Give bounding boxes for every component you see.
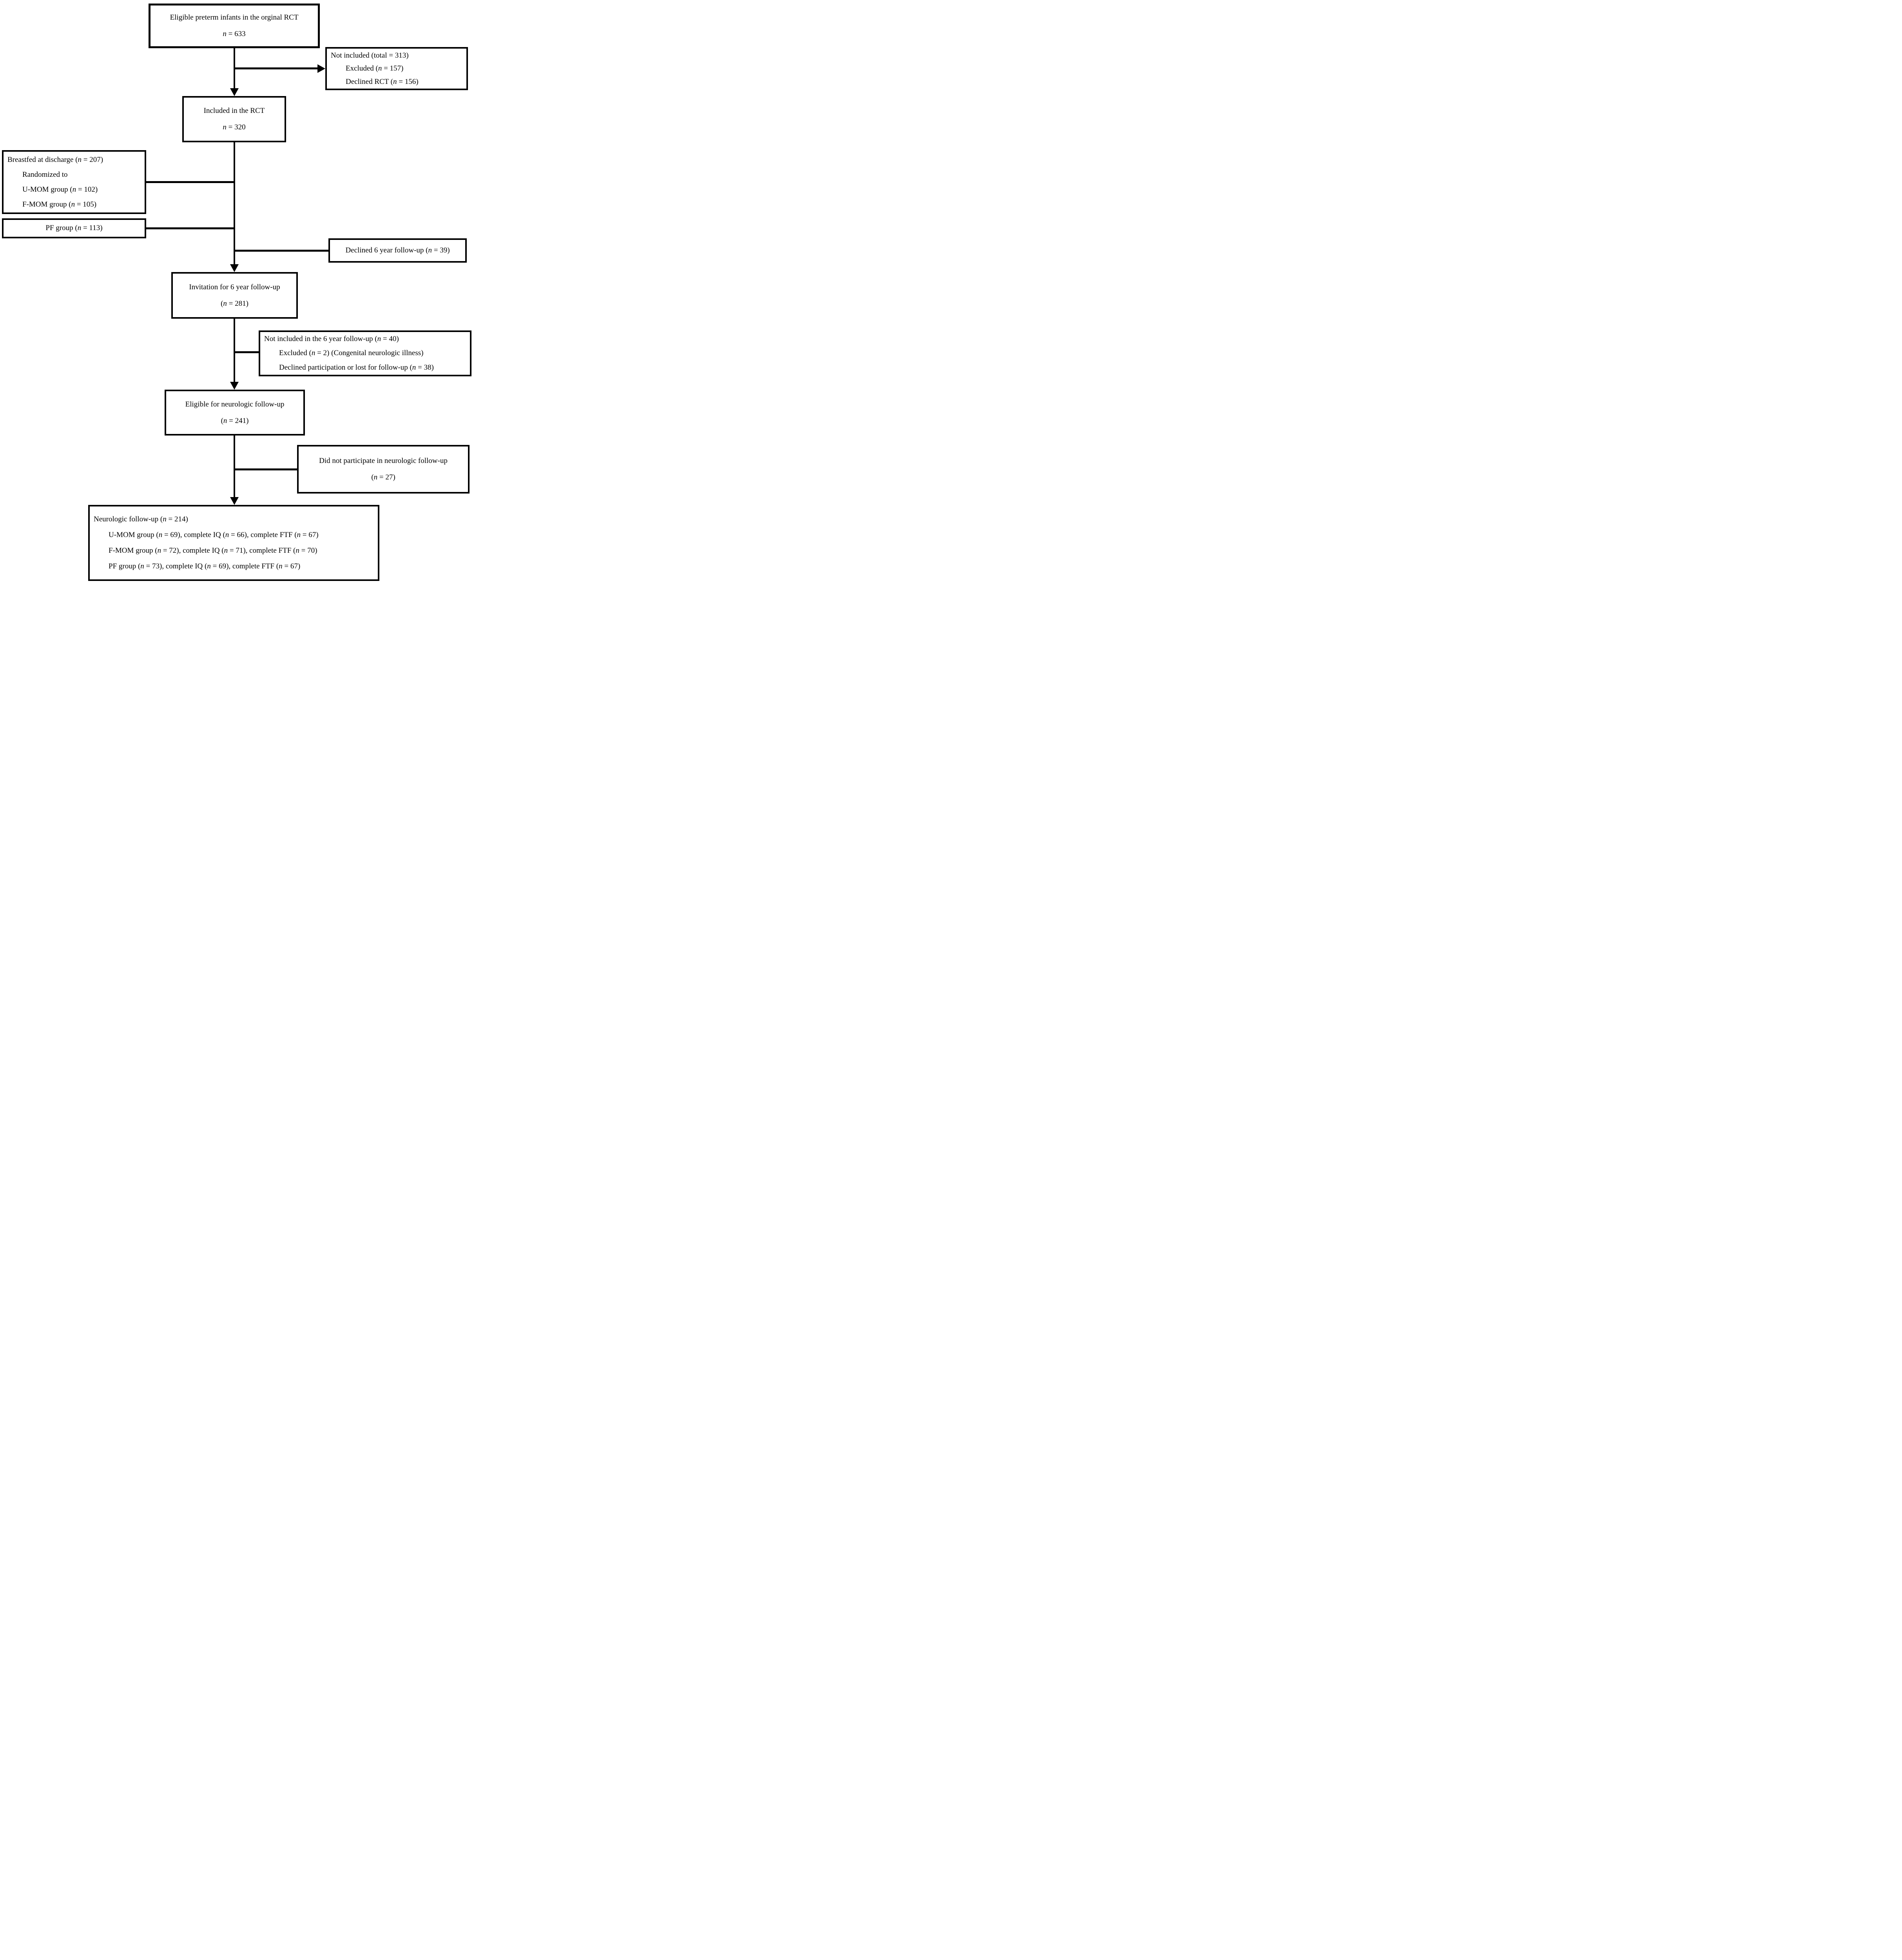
box-breastfed: Breastfed at discharge (n = 207) Randomi… xyxy=(2,150,146,214)
arrowhead-down-neuro-followup xyxy=(230,497,239,505)
branch-pf-group xyxy=(146,227,235,229)
box-not-included-rct-declined: Declined RCT (n = 156) xyxy=(346,77,419,86)
box-neuro-followup-umom: U-MOM group (n = 69), complete IQ (n = 6… xyxy=(109,531,319,539)
box-eligible-neuro-line: Eligible for neurologic follow-up xyxy=(185,400,285,408)
branch-breastfed xyxy=(146,181,235,183)
arrowhead-down-included-rct xyxy=(230,88,239,96)
box-breastfed-title: Breastfed at discharge (n = 207) xyxy=(7,155,103,164)
spine-segment-3 xyxy=(234,319,235,383)
flowchart-canvas: Eligible preterm infants in the orginal … xyxy=(0,0,475,583)
box-neuro-followup-title: Neurologic follow-up (n = 214) xyxy=(94,515,188,524)
arrowhead-right-not-included-rct xyxy=(317,64,325,73)
box-not-included-rct-title: Not included (total = 313) xyxy=(331,51,409,60)
box-included-rct-count: n = 320 xyxy=(223,123,246,131)
box-included-rct: Included in the RCT n = 320 xyxy=(182,96,286,142)
box-neuro-followup: Neurologic follow-up (n = 214) U-MOM gro… xyxy=(88,505,379,581)
box-invitation: Invitation for 6 year follow-up (n = 281… xyxy=(171,272,298,319)
box-not-included-followup-declined: Declined participation or lost for follo… xyxy=(279,363,434,372)
spine-segment-2 xyxy=(234,142,235,265)
box-eligible-neuro-count: (n = 241) xyxy=(221,416,249,425)
box-neuro-followup-fmom: F-MOM group (n = 72), complete IQ (n = 7… xyxy=(109,546,317,555)
box-declined-followup: Declined 6 year follow-up (n = 39) xyxy=(328,238,467,263)
box-not-included-followup-excluded: Excluded (n = 2) (Congenital neurologic … xyxy=(279,349,424,358)
box-not-included-rct: Not included (total = 313) Excluded (n =… xyxy=(325,47,468,90)
box-declined-followup-line: Declined 6 year follow-up (n = 39) xyxy=(345,246,450,254)
branch-did-not-participate xyxy=(234,468,297,470)
box-not-included-followup-title: Not included in the 6 year follow-up (n … xyxy=(264,335,399,343)
box-not-included-rct-excluded: Excluded (n = 157) xyxy=(346,64,404,73)
box-included-rct-line: Included in the RCT xyxy=(203,107,265,115)
branch-not-included-followup xyxy=(234,351,259,353)
spine-segment-4 xyxy=(234,436,235,498)
branch-not-included-rct xyxy=(234,67,317,69)
box-eligible-neuro: Eligible for neurologic follow-up (n = 2… xyxy=(165,390,305,436)
box-breastfed-umom: U-MOM group (n = 102) xyxy=(22,185,98,194)
box-eligible-rct: Eligible preterm infants in the orginal … xyxy=(149,4,320,48)
box-pf-group-line: PF group (n = 113) xyxy=(45,224,103,232)
arrowhead-down-eligible-neuro xyxy=(230,382,239,390)
box-not-included-followup: Not included in the 6 year follow-up (n … xyxy=(259,330,471,376)
box-eligible-rct-count: n = 633 xyxy=(223,30,246,38)
box-invitation-line: Invitation for 6 year follow-up xyxy=(189,283,280,291)
box-pf-group: PF group (n = 113) xyxy=(2,218,146,238)
box-neuro-followup-pf: PF group (n = 73), complete IQ (n = 69),… xyxy=(109,562,301,570)
branch-declined-followup xyxy=(234,250,328,252)
box-breastfed-fmom: F-MOM group (n = 105) xyxy=(22,200,97,209)
box-invitation-count: (n = 281) xyxy=(221,299,248,308)
box-eligible-rct-line: Eligible preterm infants in the orginal … xyxy=(170,13,299,22)
arrowhead-down-invitation xyxy=(230,264,239,272)
box-breastfed-randomized: Randomized to xyxy=(22,170,68,179)
box-did-not-participate-count: (n = 27) xyxy=(371,473,395,481)
box-did-not-participate: Did not participate in neurologic follow… xyxy=(297,445,470,494)
box-did-not-participate-line: Did not participate in neurologic follow… xyxy=(319,457,448,465)
